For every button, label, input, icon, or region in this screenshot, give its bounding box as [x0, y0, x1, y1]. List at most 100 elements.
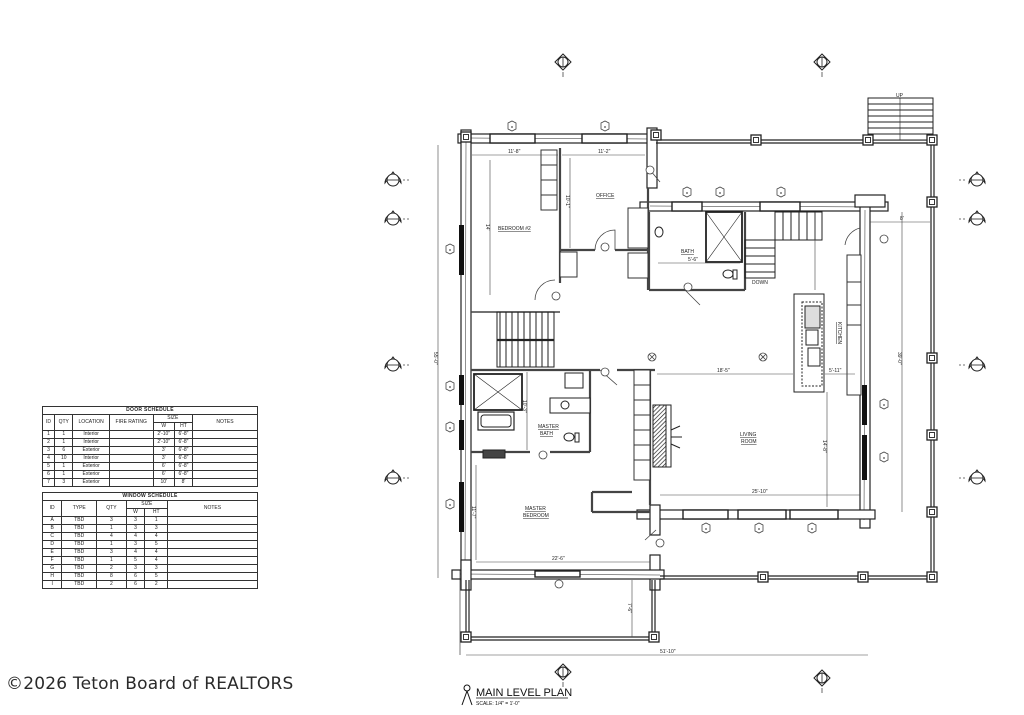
cell [108, 470, 154, 479]
cell: 1 [54, 462, 74, 471]
cell [167, 540, 258, 549]
cell [167, 572, 258, 581]
door-col-location: LOCATION [72, 414, 110, 431]
cell: G [41, 564, 63, 573]
window-col-id: ID [41, 500, 63, 517]
window-col-qty: QTY [96, 500, 127, 517]
door-col-notes: NOTES [192, 414, 258, 431]
cell: 5 [125, 556, 146, 565]
cell: 6 [54, 446, 74, 455]
cell [192, 478, 258, 487]
cell [108, 438, 154, 447]
cell: 3 [125, 540, 146, 549]
cell: 3' [152, 446, 175, 455]
cell: TBD [61, 564, 98, 573]
cell [192, 462, 258, 471]
cell: 6 [125, 572, 146, 581]
room-label-living-1: LIVING [740, 432, 757, 438]
dim-bed2-width: 11'-8" [508, 149, 521, 155]
cell: 3 [125, 564, 146, 573]
cell: 3 [144, 564, 168, 573]
cell: 8' [173, 478, 194, 487]
door-col-w: W [152, 422, 175, 431]
cell: 6'-8" [173, 462, 194, 471]
kitchen-island [793, 293, 825, 393]
cell: 4 [41, 454, 56, 463]
cell: 6' [152, 462, 175, 471]
cell: 10 [54, 454, 74, 463]
cell [192, 470, 258, 479]
dim-master-bed-depth: 11'-7" [470, 506, 476, 519]
room-label-office: OFFICE [596, 193, 615, 199]
cell: 3 [125, 516, 146, 525]
cell: 7 [41, 478, 56, 487]
cell: I [41, 580, 63, 589]
cell: 5 [144, 572, 168, 581]
cell: 2 [41, 438, 56, 447]
cell: 2 [96, 564, 127, 573]
cell: TBD [61, 556, 98, 565]
cell [167, 524, 258, 533]
cell [192, 454, 258, 463]
dim-bath-width: 5'-6" [688, 257, 698, 263]
cell: Interior [72, 454, 110, 463]
cell: B [41, 524, 63, 533]
window-schedule-title: WINDOW SCHEDULE [42, 492, 258, 501]
dim-master-bath-depth: 10'-3" [521, 400, 527, 413]
cell: D [41, 540, 63, 549]
dim-right-depth: 39'-0" [896, 352, 902, 365]
cell [108, 454, 154, 463]
dim-living-width: 18'-5" [717, 368, 730, 374]
section-markers-right [958, 171, 986, 485]
door-schedule-title: DOOR SCHEDULE [42, 406, 258, 415]
cell: 2 [96, 580, 127, 589]
dim-island: 5'-11" [829, 368, 842, 374]
cell: 6'-8" [173, 454, 194, 463]
cell [192, 430, 258, 439]
compass-icon [461, 684, 473, 706]
cell: 4 [144, 532, 168, 541]
cell: TBD [61, 532, 98, 541]
dim-overall-width: 51'-10" [660, 649, 676, 655]
window-col-size: SIZE [125, 500, 169, 509]
cell: TBD [61, 580, 98, 589]
cell [167, 516, 258, 525]
door-col-qty: QTY [54, 414, 74, 431]
cell: Exterior [72, 462, 110, 471]
cell: 2'-10" [152, 430, 175, 439]
cell [192, 438, 258, 447]
section-markers-left [384, 171, 412, 485]
door-col-ht: HT [173, 422, 194, 431]
bath-stair [744, 211, 823, 279]
cell: 1 [54, 438, 74, 447]
door-tags [538, 165, 889, 589]
cell [167, 580, 258, 589]
cabinetry [540, 149, 862, 481]
cell: 2 [144, 580, 168, 589]
cell: 3 [144, 524, 168, 533]
cell [167, 548, 258, 557]
dim-living-full-width: 25'-10" [752, 489, 768, 495]
cell: 6 [125, 580, 146, 589]
dim-office-depth: 10'-1" [564, 195, 570, 208]
cell: 6'-8" [173, 446, 194, 455]
cell: 1 [144, 516, 168, 525]
cell [108, 430, 154, 439]
cell: 6'-8" [173, 470, 194, 479]
room-label-master-bed-2: BEDROOM [523, 513, 549, 519]
door-col-size: SIZE [152, 414, 194, 423]
cell: 1 [96, 540, 127, 549]
dim-bed2-depth: 14' [484, 224, 490, 231]
window-col-notes: NOTES [167, 500, 258, 517]
deck-stairs [867, 97, 934, 141]
cell: 10' [152, 478, 175, 487]
room-label-master-bed-1: MASTER [525, 506, 546, 512]
